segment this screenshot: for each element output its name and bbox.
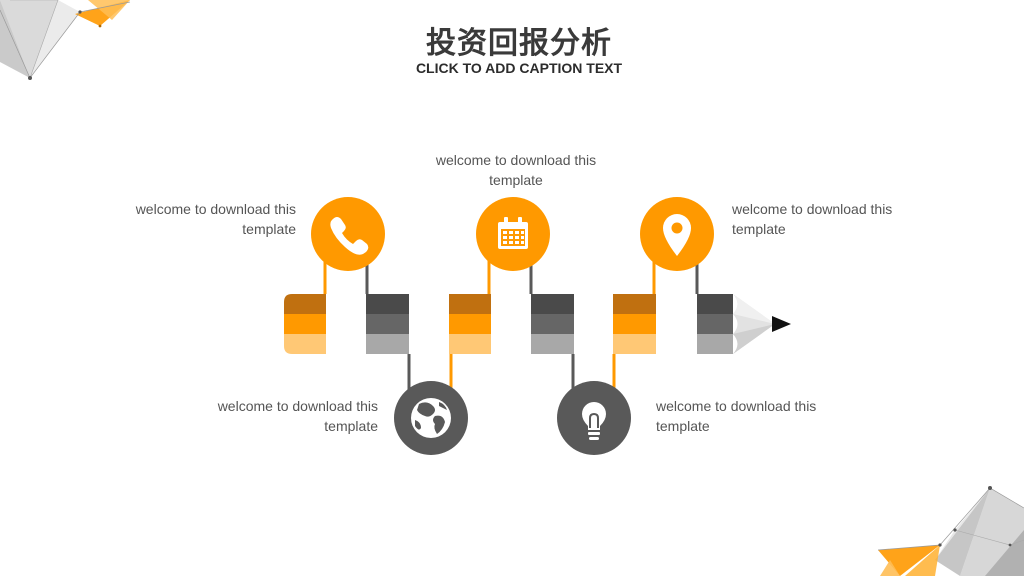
connector-lines: [323, 260, 699, 392]
pencil-segment-gray-2: [531, 294, 574, 354]
top-left-polygon-decoration: [0, 0, 131, 80]
icon-circle-location: [640, 197, 714, 271]
slide-title: 投资回报分析: [426, 26, 612, 61]
pencil-segment-gray-1: [366, 294, 409, 354]
phone-icon: [330, 217, 369, 255]
pencil-tip: [697, 294, 791, 354]
pencil-segment-orange-3: [613, 294, 656, 354]
icon-circle-globe: [394, 381, 468, 455]
location-pin-icon: [663, 214, 691, 256]
icon-circle-calendar: [476, 197, 550, 271]
label-globe: welcome to download this template: [217, 398, 378, 434]
bottom-right-polygon-decoration: [877, 486, 1024, 576]
globe-icon: [411, 398, 451, 438]
label-lightbulb: welcome to download this template: [656, 398, 817, 434]
label-location: welcome to download this template: [732, 201, 893, 237]
icon-circle-phone: [311, 197, 385, 271]
slide-subtitle: CLICK TO ADD CAPTION TEXT: [415, 60, 623, 76]
icon-circle-lightbulb: [557, 381, 631, 455]
pencil-eraser: [284, 294, 326, 354]
label-calendar: welcome to download this template: [435, 152, 597, 188]
calendar-icon: [498, 217, 528, 249]
pencil-segment-orange-2: [449, 294, 491, 354]
label-phone: welcome to download this template: [135, 201, 296, 237]
pencil-segments: [284, 294, 791, 354]
lightbulb-icon: [582, 402, 606, 440]
